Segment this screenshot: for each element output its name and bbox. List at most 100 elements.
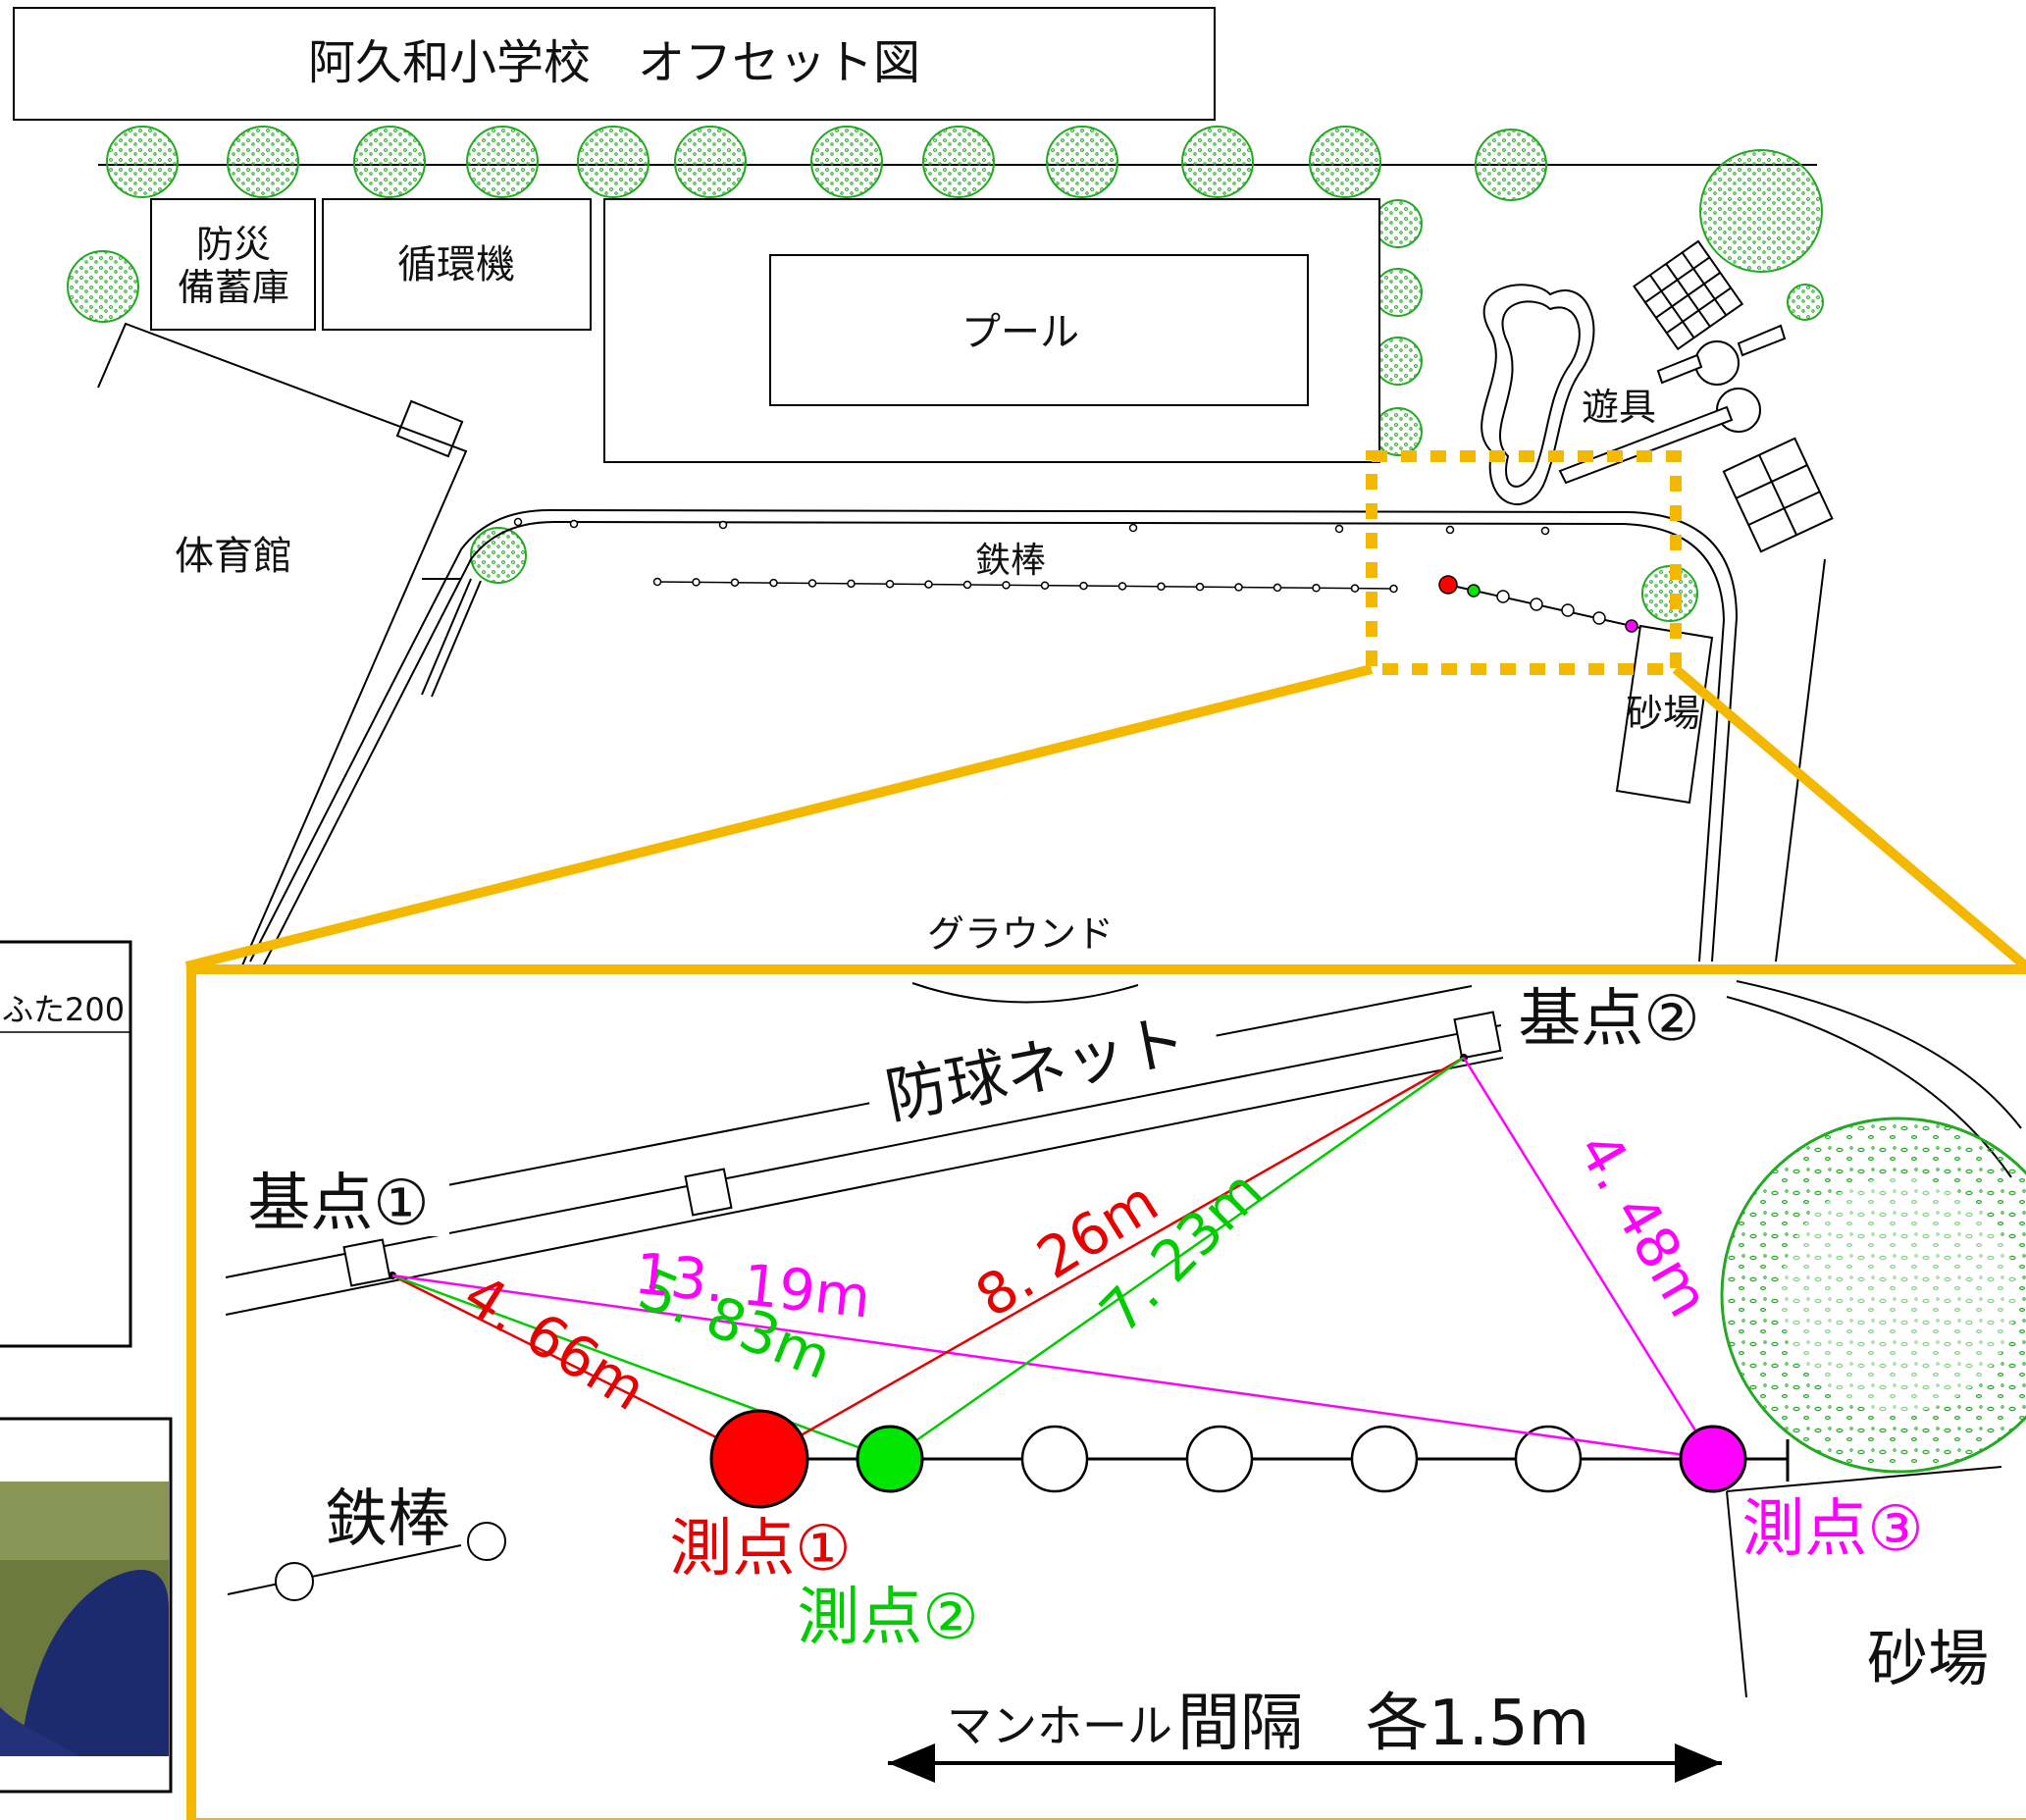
measurement-line-b1-p1	[391, 1274, 760, 1461]
tree-icon	[353, 126, 426, 198]
play-equipment-label: 遊具	[1582, 386, 1656, 429]
iron-bar-post	[769, 578, 778, 588]
iron-bar-post	[1079, 581, 1088, 591]
survey-point-1-label: 測点①	[669, 1513, 851, 1586]
gym: 体育館	[97, 322, 468, 982]
iron-bar-post	[1389, 584, 1398, 594]
survey-point-2-label: 測点②	[797, 1582, 978, 1654]
iron-bar-post	[885, 579, 895, 589]
manhole	[1020, 1425, 1089, 1493]
iron-bar-post	[1350, 584, 1360, 593]
manhole	[1514, 1425, 1583, 1493]
survey-point-2	[856, 1425, 924, 1493]
gym-label: 体育館	[175, 534, 292, 579]
trees	[67, 126, 1824, 622]
tree-icon	[227, 126, 299, 198]
iron-bar-post	[1195, 582, 1205, 592]
measurement-line-b2-p1	[758, 1056, 1465, 1461]
spacing-label-big: 間隔 各1.5m	[1177, 1688, 1589, 1760]
tree-icon	[1046, 126, 1118, 198]
map-title: 阿久和小学校 オフセット図	[13, 7, 1216, 121]
overview-point-1	[1438, 575, 1458, 595]
tree-icon	[1720, 1117, 2026, 1474]
inset-iron-bar-label: 鉄棒	[325, 1483, 450, 1556]
connector-left	[184, 664, 1374, 971]
manhole	[1350, 1425, 1419, 1493]
bousai-label-2: 備蓄庫	[178, 266, 289, 309]
iron-bar-post	[692, 578, 701, 587]
fence-post	[513, 517, 523, 527]
tree-icon	[674, 126, 747, 198]
fence-post	[569, 519, 579, 529]
ground-label: グラウンド	[927, 912, 1114, 956]
tree-icon	[1181, 126, 1254, 198]
inset-sandbox: 砂場	[1726, 1466, 2002, 1698]
overview-point-2	[1467, 584, 1481, 598]
bousai-label-1: 防災	[196, 223, 271, 266]
track-posts	[513, 517, 1550, 536]
overview-manholes	[1438, 575, 1641, 633]
side-panel-text: ふた200	[2, 991, 125, 1028]
base-1-label: 基点①	[247, 1168, 429, 1240]
side-panel-upper: ふた200	[0, 940, 132, 1348]
measurement-line-b2-p2	[889, 1056, 1465, 1461]
fence-post	[1128, 523, 1138, 533]
play-equipment: 遊具	[1481, 239, 1834, 553]
tree-icon	[67, 250, 139, 323]
tree-icon	[1374, 199, 1423, 248]
ground-track: グラウンド	[249, 508, 1826, 967]
tree-icon	[466, 126, 539, 198]
base-2-label: 基点②	[1518, 983, 1699, 1056]
iron-bar-post	[807, 579, 817, 588]
manhole	[1185, 1425, 1254, 1493]
survey-point-1	[709, 1409, 809, 1509]
fence-post	[718, 520, 728, 530]
iron-bar-post	[1273, 583, 1282, 593]
measurement-line-b1-p2	[391, 1274, 891, 1461]
iron-bar-row	[652, 577, 1398, 594]
measurement-line-b1-p3	[391, 1274, 1714, 1461]
fence-post	[1540, 526, 1550, 536]
title-text: 阿久和小学校 オフセット図	[308, 35, 920, 90]
iron-bar-post	[1040, 581, 1050, 590]
tree-icon	[922, 126, 995, 198]
bousai-storage: 防災 備蓄庫	[150, 198, 316, 331]
side-panel-photo	[0, 1417, 173, 1794]
iron-bar-post	[1157, 582, 1166, 592]
circulator: 循環機	[322, 198, 592, 331]
tree-icon	[810, 126, 883, 198]
iron-bar-post	[924, 580, 933, 589]
measurement-line-b2-p3	[1462, 1057, 1715, 1460]
iron-bar-post	[1117, 582, 1127, 591]
tree-icon	[1699, 149, 1823, 273]
sandbox: 砂場	[1615, 624, 1714, 805]
tree-icon	[577, 126, 649, 198]
tree-icon	[1787, 284, 1824, 321]
tree-icon	[1475, 129, 1547, 201]
inset-sandbox-label: 砂場	[1867, 1623, 1989, 1694]
fence-post	[1334, 524, 1344, 534]
connector-right	[1672, 665, 2026, 970]
tree-icon	[470, 527, 527, 584]
highlight-area	[1366, 450, 1682, 675]
tree-icon	[1309, 126, 1381, 198]
measurement-lines	[391, 1056, 1715, 1461]
spacing-label-small: マンホール	[947, 1699, 1172, 1752]
iron-bar-post	[652, 577, 662, 587]
pool-label: プール	[961, 310, 1079, 355]
ball-net	[225, 985, 1504, 1316]
iron-bar-label: 鉄棒	[975, 541, 1046, 581]
tree-icon	[1374, 337, 1423, 386]
survey-point-3-label: 測点③	[1741, 1493, 1923, 1566]
sandbox-label: 砂場	[1626, 692, 1700, 735]
overview-point-3	[1625, 619, 1638, 633]
iron-bar-post	[1312, 584, 1321, 593]
iron-bar-post	[730, 578, 740, 587]
fence-post	[1445, 525, 1455, 535]
circulator-label: 循環機	[397, 242, 515, 287]
inset-iron-bar: 鉄棒	[227, 1483, 506, 1601]
tree-icon	[1374, 268, 1423, 317]
tree-icon	[1374, 407, 1423, 456]
